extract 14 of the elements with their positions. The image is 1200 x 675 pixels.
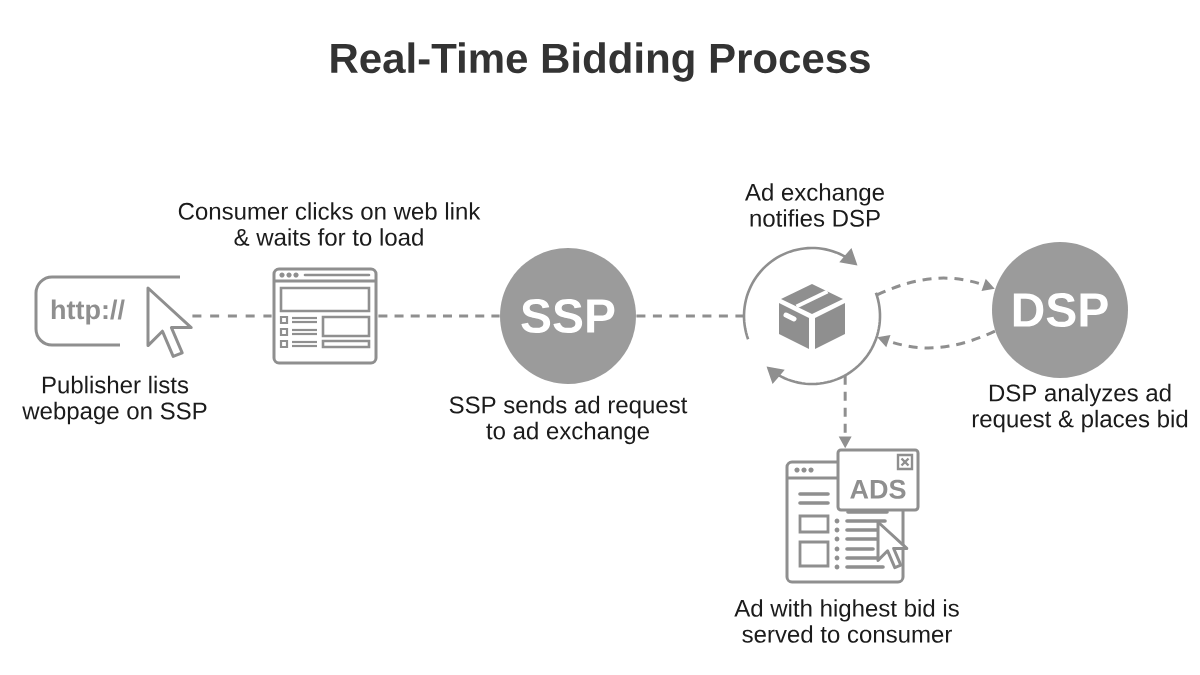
step-caption: Consumer clicks on web link & waits for to load	[178, 202, 481, 246]
ads-popup: ADS	[836, 448, 920, 512]
step-caption: Ad exchange notifies DSP	[745, 183, 884, 227]
browser-window-icon	[272, 267, 378, 365]
step-caption: Publisher lists webpage on SSP	[22, 375, 207, 425]
connector-line	[192, 314, 272, 318]
connector-line	[636, 314, 744, 318]
step-caption: DSP analyzes ad request & places bid	[972, 383, 1188, 433]
url-bar: http://	[34, 275, 180, 347]
step-caption: SSP sends ad request to ad exchange	[449, 395, 688, 445]
connector-line	[378, 314, 500, 318]
circular-arrows	[742, 246, 882, 386]
title: Real-Time Bidding Process	[331, 42, 870, 82]
step-caption: Ad with highest bid is served to consumer	[734, 599, 959, 643]
